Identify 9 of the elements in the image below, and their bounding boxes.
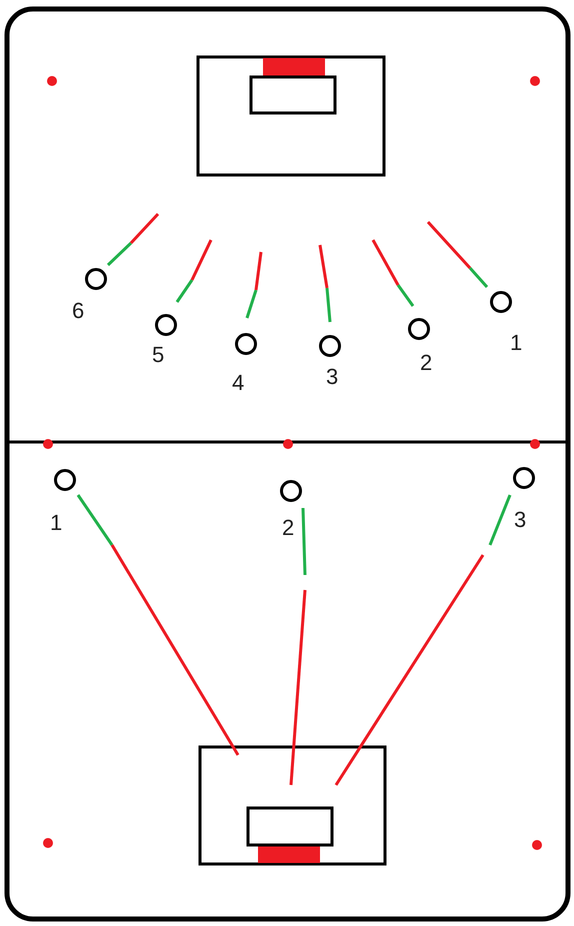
player-number: 2: [420, 352, 432, 374]
player-number: 1: [50, 512, 62, 534]
player-number: 5: [152, 344, 164, 366]
player-number: 1: [510, 332, 522, 354]
player-number: 3: [326, 366, 338, 388]
player-number: 4: [232, 372, 244, 394]
player-number: 3: [514, 509, 526, 531]
player-number: 2: [282, 517, 294, 539]
player-number: 6: [72, 300, 84, 322]
